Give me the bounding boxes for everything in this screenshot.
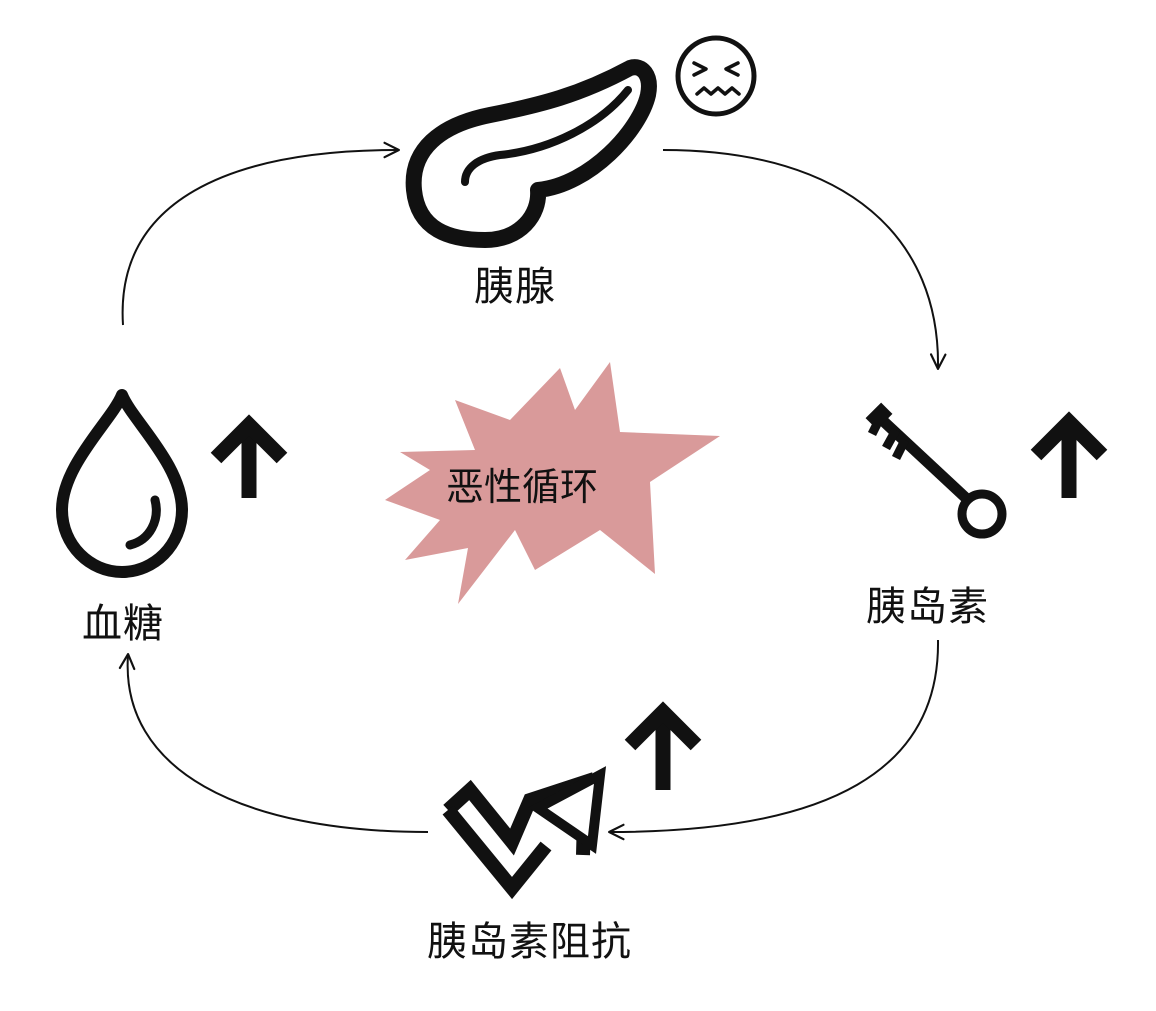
arrow-blood-sugar-to-pancreas <box>121 141 400 326</box>
zigzag-arrow-icon <box>442 766 607 900</box>
pancreas-icon <box>405 59 657 248</box>
blood-drop-icon <box>56 389 188 578</box>
arrow-insulin-to-resistance <box>608 639 940 841</box>
pancreas-label: 胰腺 <box>474 264 556 310</box>
resistance-up-arrow-icon <box>624 701 702 790</box>
insulin-label: 胰岛素 <box>866 584 989 630</box>
blood-sugar-label: 血糖 <box>82 601 164 647</box>
blood-sugar-up-arrow-icon <box>210 414 288 498</box>
insulin-up-arrow-icon <box>1030 411 1108 498</box>
arrow-pancreas-to-insulin <box>662 149 947 370</box>
distressed-face-icon <box>675 35 757 117</box>
burst-icon <box>385 362 720 604</box>
arrow-resistance-to-blood-sugar <box>118 653 429 833</box>
insulin-resistance-label: 胰岛素阻抗 <box>427 919 632 965</box>
vicious-cycle-label: 恶性循环 <box>446 465 599 509</box>
key-icon <box>865 402 1007 539</box>
